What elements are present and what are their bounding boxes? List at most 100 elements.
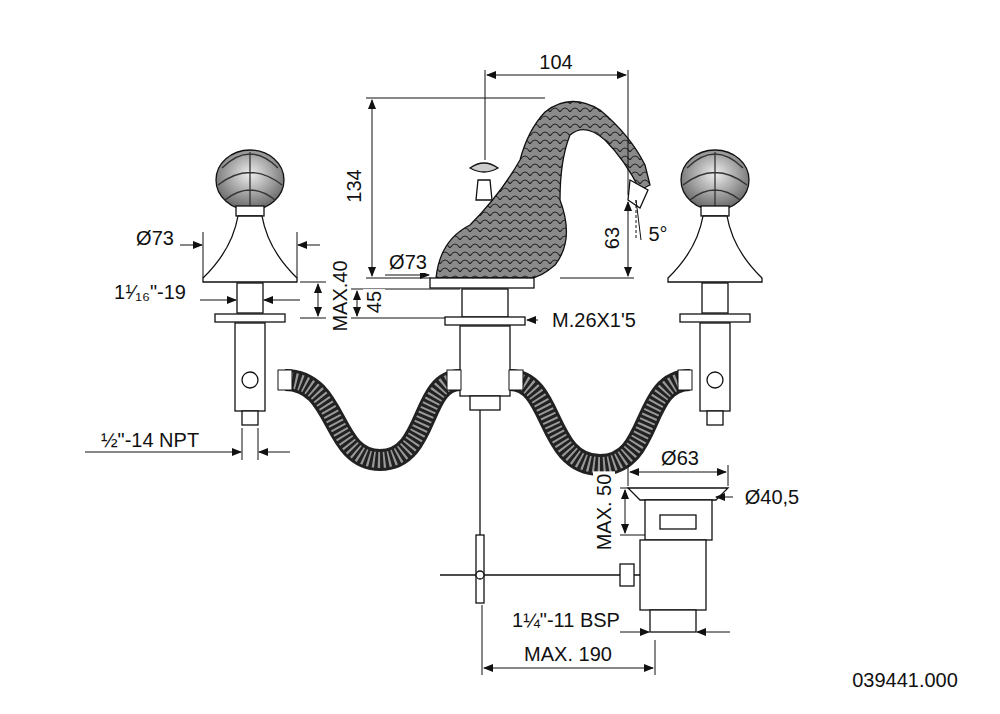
left-handle xyxy=(203,150,297,425)
flex-hoses-part xyxy=(285,380,460,460)
part-number: 039441.000 xyxy=(850,669,960,691)
dimension-lines-part xyxy=(630,472,726,473)
dimension-lines-part xyxy=(655,640,656,675)
dimension-lines-part xyxy=(485,70,486,160)
dimension-lines-part xyxy=(300,282,326,283)
pop-up-drain-part xyxy=(476,571,484,579)
dimension-lines-part xyxy=(350,318,445,319)
dimension-lines-part xyxy=(527,320,538,321)
dimension-lines-part xyxy=(85,452,215,453)
dimension-label: 134 xyxy=(343,167,365,204)
right-handle-part xyxy=(681,150,749,210)
dimension-lines-part xyxy=(728,465,729,486)
right-handle-part xyxy=(701,206,729,216)
dimension-lines-part xyxy=(258,428,259,460)
flex-hoses-part xyxy=(678,370,692,390)
swan-spout-part xyxy=(476,180,492,200)
dimension-lines-part xyxy=(697,632,730,633)
dimension-label: Ø40,5 xyxy=(743,486,801,508)
right-handle-part xyxy=(683,152,747,208)
dimension-lines-part xyxy=(180,245,202,246)
left-handle-part xyxy=(242,372,258,388)
left-handle-part xyxy=(237,283,263,313)
pop-up-drain-part xyxy=(628,488,728,500)
dimension-lines-part xyxy=(620,632,649,633)
right-handle-part xyxy=(707,411,723,425)
dimension-lines-part xyxy=(628,70,629,195)
dimension-lines-part xyxy=(215,452,241,453)
flex-hoses-part xyxy=(509,370,523,390)
dimension-lines-part xyxy=(620,535,645,536)
dimension-lines-part xyxy=(259,452,290,453)
right-handle-part xyxy=(707,372,723,388)
left-handle-part xyxy=(218,152,282,208)
dimension-lines-part xyxy=(716,497,733,498)
dimension-label: MAX. 190 xyxy=(522,643,614,665)
pop-up-drain-part xyxy=(476,535,484,603)
dimension-label: 45 xyxy=(363,289,385,315)
swan-spout-part xyxy=(462,289,508,317)
dimension-label: Ø73 xyxy=(387,251,429,273)
pop-up-drain-part xyxy=(440,574,640,575)
dimension-lines-part xyxy=(620,488,628,489)
swan-spout-part xyxy=(470,396,500,410)
swan-spout-part xyxy=(470,163,498,172)
right-handle-part xyxy=(700,323,730,411)
dimension-lines-part xyxy=(366,278,430,279)
flex-hoses-part xyxy=(285,380,460,460)
dimension-label: 1¹⁄₁₆"-19 xyxy=(112,281,188,303)
dimension-lines xyxy=(85,70,733,675)
dimension-label: MAX. 50 xyxy=(593,472,615,553)
dimension-lines-part xyxy=(636,200,641,240)
dimension-lines-part xyxy=(318,284,319,316)
flex-hoses xyxy=(278,370,692,465)
swan-spout xyxy=(430,101,650,410)
dimension-label: 1¼"-11 BSP xyxy=(510,609,622,631)
pop-up-drain-part xyxy=(620,564,634,586)
dimension-label: MAX.40 xyxy=(329,258,351,333)
dimension-lines-part xyxy=(298,245,320,246)
dimension-label: 104 xyxy=(537,51,574,73)
dimension-lines-part xyxy=(366,98,545,99)
dimension-label: ½"-14 NPT xyxy=(99,429,201,451)
left-handle-part xyxy=(235,323,265,411)
pop-up-drain-part xyxy=(645,500,712,540)
dimension-lines-part xyxy=(560,278,634,279)
right-handle xyxy=(668,150,762,425)
pop-up-drain-part xyxy=(660,515,696,529)
dimension-label: M.26X1'5 xyxy=(550,309,638,331)
left-handle-part xyxy=(203,216,297,282)
swan-spout-part xyxy=(628,180,648,208)
swan-spout-part xyxy=(445,317,525,325)
dimension-lines-part xyxy=(242,428,243,460)
dimension-lines-part xyxy=(300,318,326,319)
flex-hoses-part xyxy=(447,370,461,390)
dimension-label: Ø63 xyxy=(659,447,701,469)
dimension-lines-part xyxy=(385,275,429,276)
flex-hoses-part xyxy=(278,370,292,390)
dimension-lines-part xyxy=(484,668,653,669)
swan-spout-part xyxy=(430,278,534,288)
left-handle-part xyxy=(236,206,264,216)
dimension-label: 63 xyxy=(601,225,623,251)
swan-spout-part xyxy=(460,326,510,396)
dimension-label: 5° xyxy=(646,223,669,245)
swan-spout-part xyxy=(436,101,650,278)
pop-up-drain xyxy=(440,410,728,632)
right-handle-part xyxy=(702,283,728,313)
right-handle-part xyxy=(668,216,762,282)
dimension-lines-part xyxy=(200,300,236,301)
pop-up-drain-part xyxy=(650,610,696,632)
dimension-lines-part xyxy=(628,202,629,276)
right-handle-part xyxy=(680,314,750,322)
left-handle-part xyxy=(242,411,258,425)
dimension-lines-part xyxy=(625,490,626,533)
left-handle-part xyxy=(216,150,284,210)
dimension-label: Ø73 xyxy=(134,227,176,249)
dimension-lines-part xyxy=(264,300,300,301)
dimension-lines-part xyxy=(628,465,629,486)
dimension-lines-part xyxy=(487,75,626,76)
dimension-lines-part xyxy=(297,232,298,278)
left-handle-part xyxy=(215,314,285,322)
